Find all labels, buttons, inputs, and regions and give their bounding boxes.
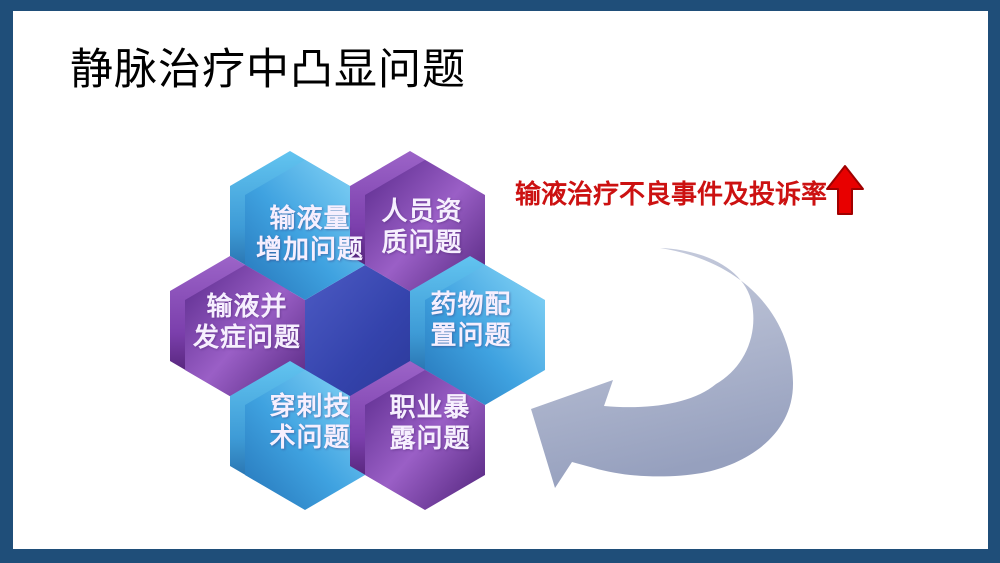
hexagon-label-infusion-complications: 输液并 发症问题 — [193, 291, 301, 353]
label-line: 职业暴 — [389, 392, 471, 422]
label-line: 术问题 — [269, 422, 351, 452]
hexagon-right — [410, 256, 545, 405]
label-line: 人员资 — [381, 196, 463, 226]
hexagon-face — [245, 160, 365, 300]
label-line: 输液并 — [206, 291, 288, 321]
slide-title: 静脉治疗中凸显问题 — [70, 47, 466, 94]
hexagon-diagram — [170, 151, 864, 510]
hexagon-label-puncture-technique: 穿刺技 术问题 — [269, 391, 350, 453]
hexagon-bottom-left — [230, 361, 365, 510]
slide-canvas: 静脉治疗中凸显问题 — [13, 11, 988, 549]
hexagon-label-infusion-volume: 输液量 增加问题 — [256, 203, 364, 265]
label-line: 穿刺技 — [269, 391, 351, 421]
label-line: 露问题 — [389, 423, 471, 453]
hexagon-bottom-right — [350, 361, 485, 510]
curved-arrow — [531, 248, 794, 488]
hexagon-top-left — [230, 151, 365, 300]
hexagon-label-drug-preparation: 药物配 置问题 — [430, 289, 511, 351]
label-line: 置问题 — [430, 320, 512, 350]
hexagon-label-personnel-qualification: 人员资 质问题 — [381, 196, 462, 258]
annotation-text: 输液治疗不良事件及投诉率 — [515, 180, 828, 209]
label-line: 质问题 — [381, 227, 463, 257]
label-line: 药物配 — [430, 289, 512, 319]
label-line: 增加问题 — [255, 234, 365, 264]
up-arrow-icon — [826, 165, 864, 215]
label-line: 发症问题 — [192, 322, 302, 352]
hexagon-face — [425, 265, 545, 405]
hexagon-face — [245, 370, 365, 510]
hexagon-label-occupational-exposure: 职业暴 露问题 — [389, 392, 470, 454]
label-line: 输液量 — [269, 203, 351, 233]
hexagon-face — [365, 370, 485, 510]
